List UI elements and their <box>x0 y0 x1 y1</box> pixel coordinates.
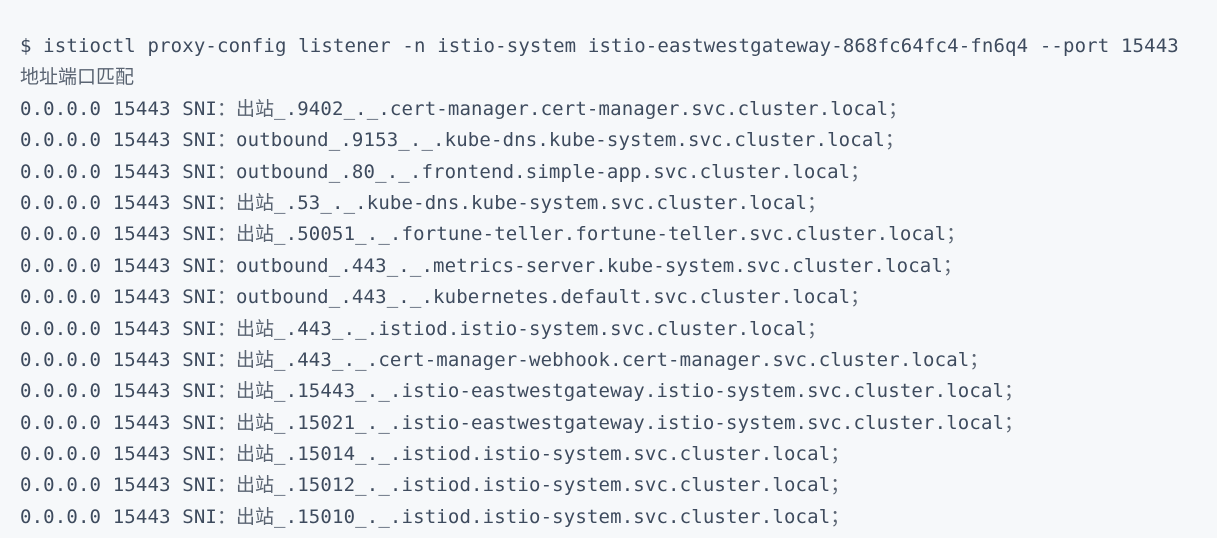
listener-row: 0.0.0.0 15443 SNI：出站_.443_._.istiod.isti… <box>20 317 827 340</box>
listener-row: 0.0.0.0 15443 SNI：出站_.15021_._.istio-eas… <box>20 411 1024 434</box>
listener-row: 0.0.0.0 15443 SNI：出站_.9402_._.cert-manag… <box>20 97 908 120</box>
listener-row: 0.0.0.0 15443 SNI：出站_.15443_._.istio-eas… <box>20 380 1024 403</box>
listener-rows: 0.0.0.0 15443 SNI：出站_.9402_._.cert-manag… <box>20 94 1179 533</box>
listener-row: 0.0.0.0 15443 SNI：outbound_.80_._.fronte… <box>20 160 870 183</box>
listener-row: 0.0.0.0 15443 SNI：出站_.15010_._.istiod.is… <box>20 505 850 528</box>
listener-row: 0.0.0.0 15443 SNI：出站_.50051_._.fortune-t… <box>20 223 966 246</box>
listener-row: 0.0.0.0 15443 SNI：出站_.15014_._.istiod.is… <box>20 443 850 466</box>
code-block: $ istioctl proxy-config listener -n isti… <box>20 31 1179 533</box>
listener-row: 0.0.0.0 15443 SNI：outbound_.443_._.metri… <box>20 254 962 277</box>
listener-row: 0.0.0.0 15443 SNI：outbound_.443_._.kuber… <box>20 286 870 309</box>
listener-row: 0.0.0.0 15443 SNI：出站_.15012_._.istiod.is… <box>20 474 850 497</box>
listener-row: 0.0.0.0 15443 SNI：出站_.53_._.kube-dns.kub… <box>20 191 827 214</box>
command-line: $ istioctl proxy-config listener -n isti… <box>20 35 1179 57</box>
header-line: 地址端口匹配 <box>20 66 135 89</box>
listener-row: 0.0.0.0 15443 SNI：outbound_.9153_._.kube… <box>20 129 905 152</box>
listener-row: 0.0.0.0 15443 SNI：出站_.443_._.cert-manage… <box>20 348 989 371</box>
